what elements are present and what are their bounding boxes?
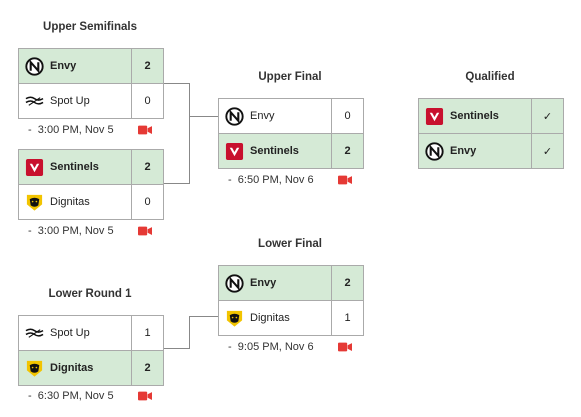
- video-camera-icon[interactable]: [338, 175, 352, 185]
- video-camera-icon[interactable]: [138, 391, 152, 401]
- section-title-lower-final: Lower Final: [258, 238, 322, 250]
- team-score: 2: [144, 161, 151, 173]
- match-lower-round-1[interactable]: Spot Up 1 Dignitas 2: [18, 315, 164, 386]
- spotup-logo-icon: [25, 324, 44, 343]
- checkmark-icon: ✓: [542, 110, 553, 123]
- team-name: Envy: [450, 145, 477, 157]
- connector-lr1-to-lf: [162, 316, 189, 349]
- match-upper-semifinal-1[interactable]: Envy 2 Spot Up 0: [18, 48, 164, 119]
- match-upper-semifinal-2[interactable]: Sentinels 2 Dignitas 0: [18, 149, 164, 220]
- team-score: 2: [144, 60, 151, 72]
- match-time: 3:00 PM, Nov 5: [28, 124, 114, 136]
- match-time: 3:00 PM, Nov 5: [28, 225, 114, 237]
- team-score: 2: [344, 277, 351, 289]
- team-row[interactable]: Spot Up 1: [19, 316, 163, 350]
- team-score: 0: [144, 95, 151, 107]
- team-score: 1: [144, 327, 151, 339]
- match-time: 6:50 PM, Nov 6: [228, 174, 314, 186]
- team-name: Dignitas: [50, 362, 94, 374]
- team-score: 0: [344, 110, 351, 122]
- sentinels-logo-icon: [225, 142, 244, 161]
- envy-logo-icon: [425, 142, 444, 161]
- team-name: Sentinels: [50, 161, 99, 173]
- connector-lr1-to-lf-vertical: [189, 316, 190, 349]
- team-score: 1: [344, 312, 351, 324]
- team-score: 2: [344, 145, 351, 157]
- qualified-list: Sentinels ✓ Envy ✓: [418, 98, 564, 169]
- team-row[interactable]: Dignitas 1: [219, 300, 363, 335]
- connector-usf-to-uf: [162, 83, 190, 184]
- team-name: Sentinels: [250, 145, 299, 157]
- team-row-winner[interactable]: Dignitas 2: [19, 350, 163, 385]
- match-info-lr1: 6:30 PM, Nov 5: [28, 389, 152, 403]
- team-name: Spot Up: [50, 95, 90, 107]
- sentinels-logo-icon: [425, 107, 444, 126]
- section-title-qualified: Qualified: [465, 71, 515, 83]
- team-name: Envy: [250, 277, 277, 289]
- dignitas-logo-icon: [25, 359, 44, 378]
- team-name: Sentinels: [450, 110, 499, 122]
- match-time: 9:05 PM, Nov 6: [228, 341, 314, 353]
- section-title-lower-round-1: Lower Round 1: [48, 288, 132, 300]
- sentinels-logo-icon: [25, 158, 44, 177]
- qualified-team-row[interactable]: Envy ✓: [419, 133, 563, 168]
- match-info-usf1: 3:00 PM, Nov 5: [28, 123, 152, 137]
- team-row-winner[interactable]: Envy 2: [219, 266, 363, 300]
- match-lower-final[interactable]: Envy 2 Dignitas 1: [218, 265, 364, 336]
- section-title-upper-semifinals: Upper Semifinals: [43, 21, 137, 33]
- match-info-lf: 9:05 PM, Nov 6: [228, 340, 352, 354]
- team-row-winner[interactable]: Envy 2: [19, 49, 163, 83]
- checkmark-icon: ✓: [542, 145, 553, 158]
- team-name: Dignitas: [250, 312, 290, 324]
- spotup-logo-icon: [25, 92, 44, 111]
- team-row-winner[interactable]: Sentinels 2: [19, 150, 163, 184]
- video-camera-icon[interactable]: [138, 125, 152, 135]
- team-row[interactable]: Dignitas 0: [19, 184, 163, 219]
- video-camera-icon[interactable]: [338, 342, 352, 352]
- video-camera-icon[interactable]: [138, 226, 152, 236]
- connector-lr1-to-lf-top: [189, 316, 218, 317]
- dignitas-logo-icon: [25, 193, 44, 212]
- match-info-usf2: 3:00 PM, Nov 5: [28, 224, 152, 238]
- envy-logo-icon: [225, 274, 244, 293]
- qualified-team-row[interactable]: Sentinels ✓: [419, 99, 563, 133]
- match-upper-final[interactable]: Envy 0 Sentinels 2: [218, 98, 364, 169]
- team-row[interactable]: Spot Up 0: [19, 83, 163, 118]
- match-info-uf: 6:50 PM, Nov 6: [228, 173, 352, 187]
- match-time: 6:30 PM, Nov 5: [28, 390, 114, 402]
- envy-logo-icon: [225, 107, 244, 126]
- team-name: Envy: [50, 60, 77, 72]
- connector-usf-to-uf-stub: [189, 116, 218, 117]
- envy-logo-icon: [25, 57, 44, 76]
- team-row[interactable]: Envy 0: [219, 99, 363, 133]
- team-row-winner[interactable]: Sentinels 2: [219, 133, 363, 168]
- team-name: Envy: [250, 110, 275, 122]
- dignitas-logo-icon: [225, 309, 244, 328]
- team-name: Spot Up: [50, 327, 90, 339]
- team-name: Dignitas: [50, 196, 90, 208]
- section-title-upper-final: Upper Final: [258, 71, 322, 83]
- team-score: 0: [144, 196, 151, 208]
- team-score: 2: [144, 362, 151, 374]
